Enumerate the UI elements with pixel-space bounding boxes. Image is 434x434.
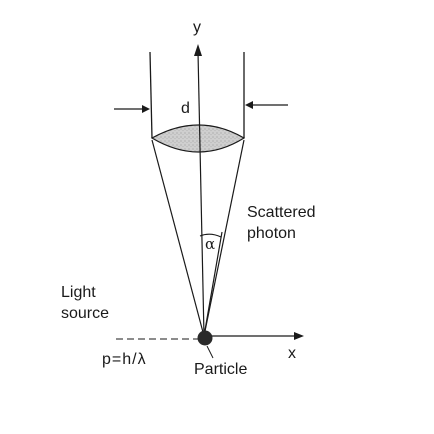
axis-y-label: y — [193, 19, 201, 36]
particle-pointer — [206, 345, 214, 359]
cone-right-ray — [203, 139, 245, 337]
particle-label: Particle — [194, 361, 247, 378]
y-axis-arrowhead — [194, 44, 202, 56]
scattered-label-line2: photon — [247, 225, 296, 242]
aperture-left-arrowhead — [142, 105, 150, 113]
angle-label: α — [205, 235, 215, 253]
y-axis — [197, 51, 205, 337]
angle-arc — [199, 233, 222, 238]
aperture-label: d — [181, 100, 190, 117]
x-axis-arrowhead — [294, 332, 304, 340]
axis-x-label: x — [288, 345, 296, 362]
source-label-line2: source — [61, 305, 109, 322]
particle — [197, 330, 213, 346]
momentum-label: p=h/λ — [102, 351, 147, 368]
source-label-line1: Light — [61, 284, 96, 301]
tube-left-wall — [149, 51, 153, 139]
scattered-label-line1: Scattered — [247, 204, 315, 221]
cone-left-ray — [151, 139, 205, 337]
lens — [150, 124, 246, 153]
scattered-photon-ray — [203, 231, 223, 337]
aperture-right-arrowhead — [245, 101, 253, 109]
